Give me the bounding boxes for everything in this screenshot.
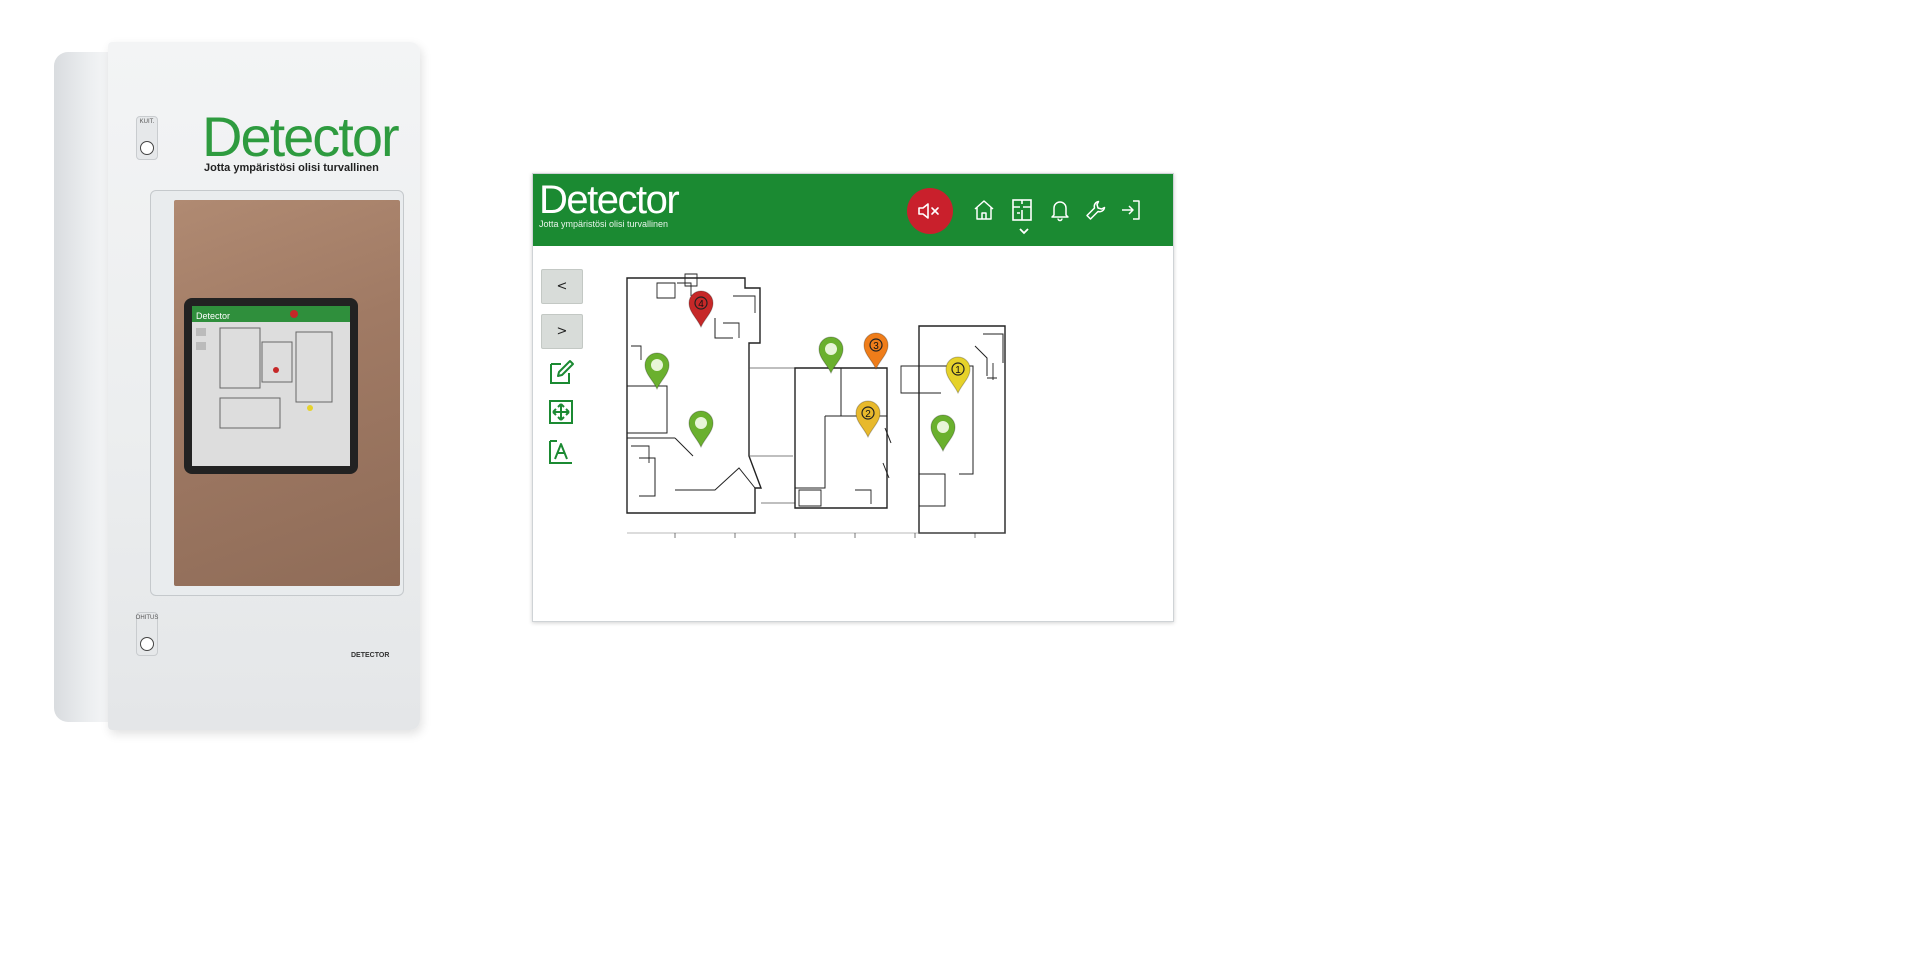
logout-button[interactable] bbox=[1117, 196, 1145, 224]
brand-tagline: Jotta ympäristösi olisi turvallinen bbox=[539, 219, 669, 229]
logout-icon bbox=[1122, 200, 1140, 220]
cabinet-tagline: Jotta ympäristösi olisi turvallinen bbox=[204, 162, 379, 174]
mute-button[interactable] bbox=[907, 188, 953, 234]
previous-floor-button[interactable]: < bbox=[541, 269, 583, 304]
brand: Detector Jotta ympäristösi olisi turvall… bbox=[539, 178, 680, 229]
cabinet-logo: Detector bbox=[202, 105, 400, 168]
wrench-icon bbox=[1086, 200, 1106, 220]
alarm-marker-label: 2 bbox=[865, 409, 871, 420]
floorplan-button[interactable] bbox=[1008, 196, 1036, 224]
bell-icon bbox=[1051, 201, 1069, 222]
chevron-down-icon bbox=[1019, 228, 1029, 235]
cabinet-bypass-key: OHITUS bbox=[136, 612, 158, 656]
alarm-marker-icon[interactable]: 3 bbox=[862, 332, 890, 370]
cabinet-tablet-screen: Detector bbox=[192, 306, 350, 466]
key-label: KUIT. bbox=[139, 119, 155, 125]
next-floor-button[interactable]: > bbox=[541, 314, 583, 349]
alarm-marker-label: 3 bbox=[873, 341, 879, 352]
plate-label: DETECTOR bbox=[351, 652, 390, 659]
cabinet-rating-plate: DETECTOR bbox=[351, 652, 405, 688]
key-icon bbox=[140, 637, 154, 651]
alarm-marker-label: 4 bbox=[698, 299, 704, 310]
screen-floorplan bbox=[196, 327, 333, 429]
alarm-marker-icon[interactable] bbox=[643, 352, 671, 390]
alarm-marker-icon[interactable]: 1 bbox=[944, 356, 972, 394]
home-button[interactable] bbox=[970, 196, 998, 224]
settings-button[interactable] bbox=[1082, 196, 1110, 224]
screen-mute-indicator bbox=[290, 310, 298, 318]
key-icon bbox=[140, 141, 154, 155]
alarm-marker-label: 1 bbox=[955, 365, 961, 376]
building-a-outline bbox=[626, 277, 763, 514]
alarm-marker-icon[interactable] bbox=[817, 336, 845, 374]
alarms-button[interactable] bbox=[1046, 196, 1074, 224]
alarm-marker-icon[interactable]: 4 bbox=[687, 290, 715, 328]
cabinet-side bbox=[54, 52, 112, 722]
brand-name: Detector bbox=[539, 178, 680, 222]
mute-icon bbox=[918, 203, 939, 219]
floorplan-icon bbox=[1012, 199, 1032, 221]
top-bar: Detector Jotta ympäristösi olisi turvall… bbox=[533, 174, 1173, 246]
edit-icon[interactable] bbox=[547, 358, 575, 386]
detector-cabinet-photo: KUIT. OHITUS Detector Jotta ympäristösi … bbox=[54, 42, 420, 730]
key-label: OHITUS bbox=[135, 615, 159, 621]
building-b-outline bbox=[794, 367, 888, 509]
alarm-marker-icon[interactable]: 2 bbox=[854, 400, 882, 438]
detector-app-window: Detector Jotta ympäristösi olisi turvall… bbox=[532, 173, 1174, 622]
home-icon bbox=[974, 200, 994, 220]
screen-title: Detector bbox=[196, 311, 231, 321]
cabinet-acknowledge-key: KUIT. bbox=[136, 116, 158, 160]
floor-plan[interactable] bbox=[615, 268, 1135, 608]
move-icon[interactable] bbox=[547, 398, 575, 426]
alarm-marker-icon[interactable] bbox=[687, 410, 715, 448]
alarm-marker-icon[interactable] bbox=[929, 414, 957, 452]
text-icon[interactable] bbox=[547, 438, 575, 466]
